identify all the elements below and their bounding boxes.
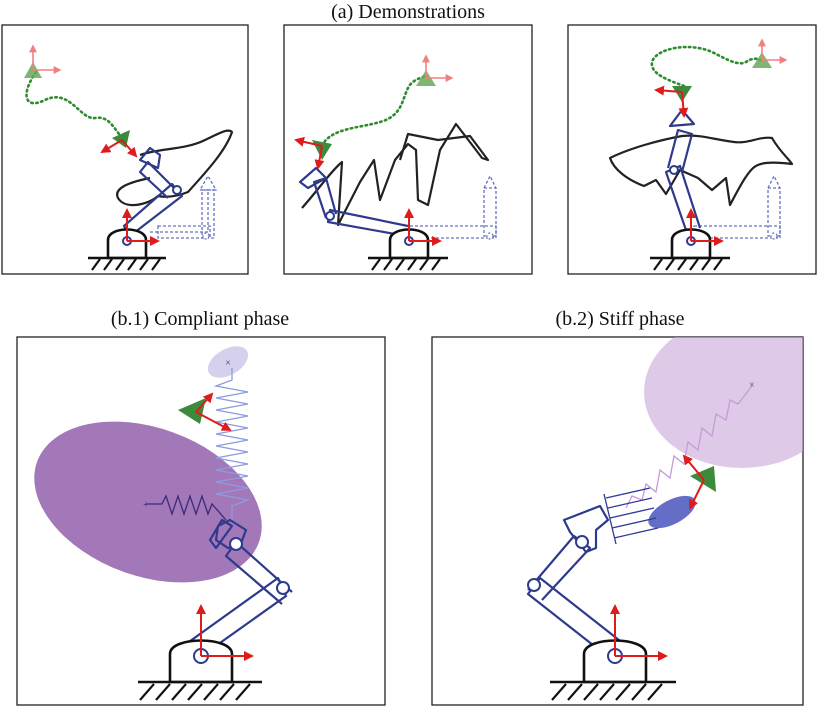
stiffness-ellipse-small bbox=[648, 495, 696, 529]
end-target-icon bbox=[294, 136, 332, 170]
target-marker-icon bbox=[178, 392, 232, 431]
title-demonstrations: (a) Demonstrations bbox=[331, 1, 485, 23]
start-target-icon bbox=[416, 54, 454, 86]
robot-arm bbox=[526, 504, 625, 661]
title-stiff-phase: (b.2) Stiff phase bbox=[555, 308, 684, 330]
title-compliant-phase: (b.1) Compliant phase bbox=[111, 308, 289, 330]
start-target-icon bbox=[752, 38, 788, 68]
end-target-icon bbox=[654, 85, 692, 118]
start-target-icon bbox=[24, 44, 62, 78]
robot-arm bbox=[185, 518, 293, 661]
target-marker-icon bbox=[682, 454, 716, 510]
robot-arm bbox=[298, 166, 409, 238]
end-target-icon bbox=[100, 130, 138, 158]
robot-base-icon bbox=[650, 208, 730, 271]
robot-base-icon bbox=[138, 604, 262, 701]
demo-panel-2 bbox=[283, 24, 533, 275]
stiffness-ellipse-small bbox=[207, 346, 249, 378]
robot-base-icon bbox=[368, 208, 448, 271]
svg-text:×: × bbox=[749, 380, 755, 391]
compliant-phase-panel: × + bbox=[16, 336, 386, 706]
demo-panel-1 bbox=[1, 24, 249, 275]
stiffness-ellipse-large bbox=[644, 337, 803, 468]
robot-base-icon bbox=[88, 208, 166, 271]
robot-base-icon bbox=[550, 604, 676, 701]
demo-panel-3 bbox=[567, 24, 817, 275]
svg-text:+: + bbox=[143, 500, 149, 511]
stiff-phase-panel: × bbox=[431, 336, 804, 706]
svg-text:×: × bbox=[225, 358, 231, 369]
stiffness-ellipse-large bbox=[34, 421, 262, 583]
